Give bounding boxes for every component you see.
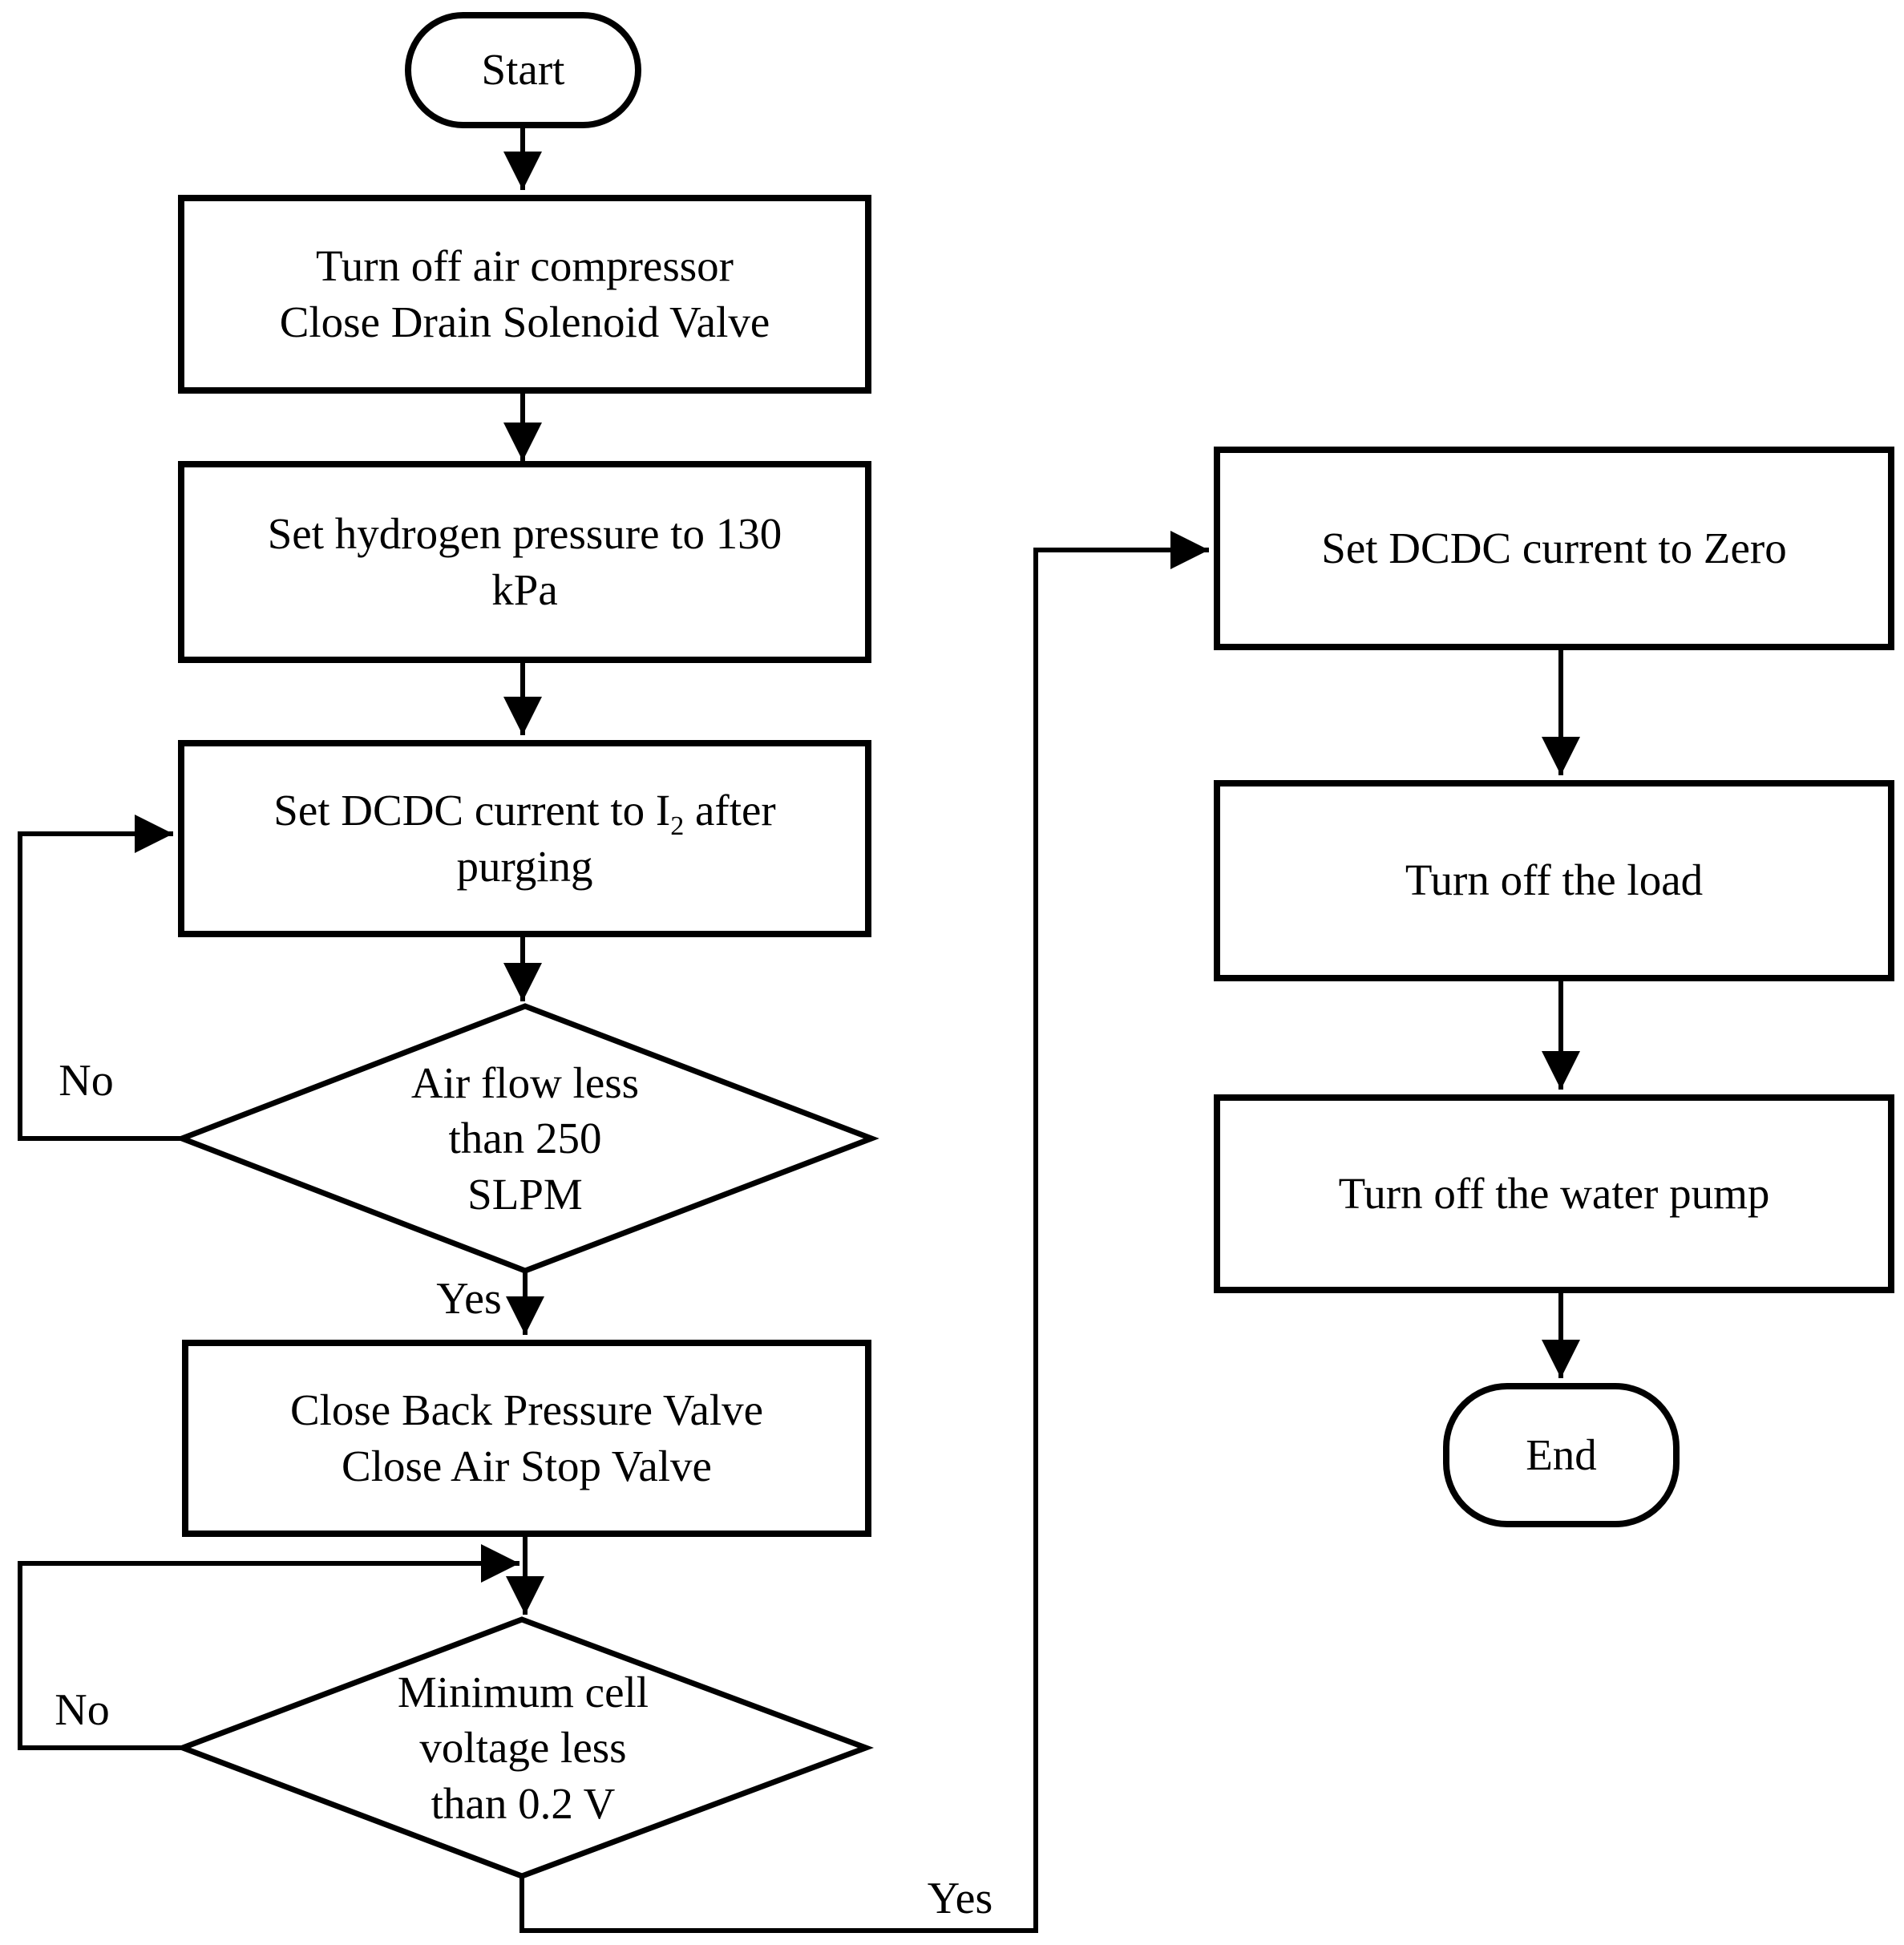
process-line: Set hydrogen pressure to 130	[267, 508, 782, 558]
process-line: Turn off the water pump	[1338, 1168, 1770, 1218]
process-line: Turn off air compressor	[316, 241, 734, 290]
decision-voltage-diamond	[175, 1616, 875, 1879]
process-turn-off-compressor: Turn off air compressor Close Drain Sole…	[178, 195, 871, 394]
decision-airflow-diamond	[174, 1003, 879, 1274]
process-turn-off-load: Turn off the load	[1214, 780, 1894, 981]
end-label: End	[1526, 1429, 1597, 1479]
end-terminal: End	[1443, 1383, 1680, 1527]
process-set-hydrogen-pressure: Set hydrogen pressure to 130 kPa	[178, 461, 871, 663]
process-line: Set DCDC current to Zero	[1321, 523, 1787, 572]
process-line: Close Drain Solenoid Valve	[279, 297, 770, 346]
process-close-valves: Close Back Pressure Valve Close Air Stop…	[182, 1340, 871, 1537]
edge-decision2-no-loop-to-box4-line	[18, 1544, 519, 1750]
process-line: Close Air Stop Valve	[342, 1442, 712, 1490]
edge-decision2-yes-to-rbox1	[519, 531, 1209, 1933]
decision2-yes-label: Yes	[927, 1874, 993, 1923]
edge-decision1-no-loop-to-box3	[18, 815, 182, 1141]
process-line: Close Back Pressure Valve	[289, 1385, 764, 1434]
process-set-dcdc-current-i2: Set DCDC current to I2 after purging	[178, 740, 871, 937]
process-set-dcdc-zero: Set DCDC current to Zero	[1214, 447, 1894, 650]
start-terminal: Start	[405, 12, 641, 128]
process-line: Set DCDC current to I2 after	[273, 785, 776, 841]
process-turn-off-water-pump: Turn off the water pump	[1214, 1094, 1894, 1293]
process-line: purging	[456, 842, 593, 891]
subscript-2: 2	[670, 811, 685, 841]
decision2-no-label: No	[55, 1685, 110, 1735]
decision1-yes-label: Yes	[436, 1274, 502, 1324]
decision1-no-label: No	[59, 1056, 114, 1106]
start-label: Start	[481, 45, 565, 95]
process-line: kPa	[491, 565, 558, 614]
process-line: Turn off the load	[1405, 855, 1704, 905]
